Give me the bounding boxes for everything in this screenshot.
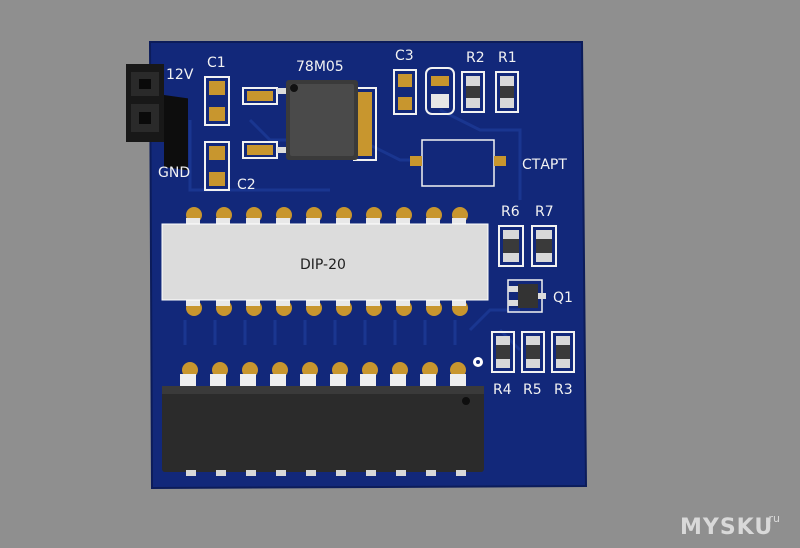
label-gnd: GND [158,165,190,181]
resistor-r6 [498,225,524,267]
dip20-footprint [161,207,489,316]
regulator-78m05 [242,80,377,161]
capacitor-c1 [204,76,230,126]
transistor-q1 [507,279,546,313]
label-12v: 12V [166,67,194,83]
label-r4: R4 [493,382,512,398]
capacitor-c2 [204,141,230,191]
resistor-r4 [491,331,515,373]
label-78m05: 78M05 [296,59,344,75]
led [425,67,455,115]
resistor-r5 [521,331,545,373]
dip20-ic [162,357,484,476]
label-r1: R1 [498,50,517,66]
label-dip20: DIP-20 [300,257,346,273]
watermark-domain: .ru [765,512,780,525]
resistor-r1 [495,71,519,113]
label-r3: R3 [554,382,573,398]
power-header [126,64,188,171]
resistor-r3 [551,331,575,373]
watermark-text: MYSKU [680,515,773,540]
label-q1: Q1 [553,290,573,306]
label-start: СТАРТ [522,157,567,173]
label-c1: C1 [207,55,226,71]
resistor-r7 [531,225,557,267]
label-r6: R6 [501,204,520,220]
resistor-r2 [461,71,485,113]
label-r7: R7 [535,204,554,220]
label-c2: C2 [237,177,256,193]
capacitor-c3 [393,69,417,115]
label-c3: C3 [395,48,414,64]
label-r2: R2 [466,50,485,66]
start-button-footprint [410,139,506,187]
label-r5: R5 [523,382,542,398]
